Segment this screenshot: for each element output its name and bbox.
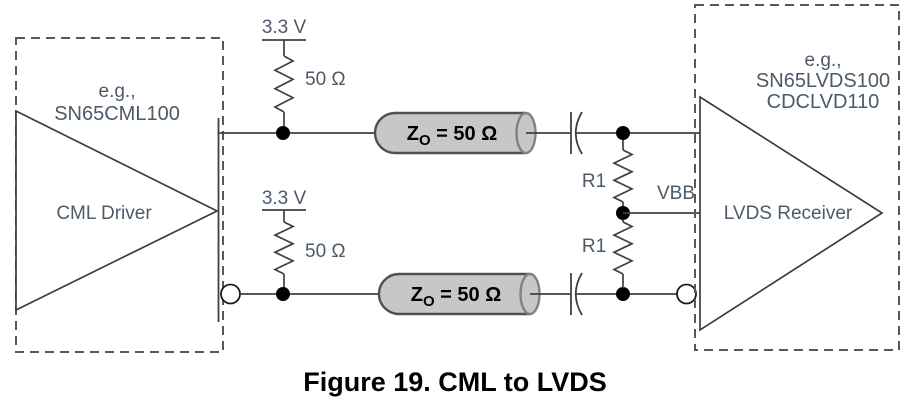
bottom-zo-symbol: Z <box>411 284 423 306</box>
driver-example-label: e.g., <box>99 81 136 102</box>
figure-caption: Figure 19. CML to LVDS <box>303 367 607 397</box>
top-zo-subscript: O <box>419 132 431 149</box>
top-coupling-capacitor-icon <box>570 111 583 155</box>
driver-triangle-icon <box>15 109 219 312</box>
receiver-part-number-1: SN65LVDS100 <box>756 70 890 92</box>
vbb-label: VBB <box>657 183 695 204</box>
driver-label: CML Driver <box>56 203 152 224</box>
bottom-supply-voltage-label: 3.3 V <box>262 188 307 209</box>
junction-dot <box>276 126 290 140</box>
bottom-zo-subscript: O <box>423 293 435 310</box>
top-transmission-line-label: ZO = 50 Ω <box>407 123 498 149</box>
receiver-dashed-box <box>694 4 900 351</box>
lvds-receiver-block: e.g., SN65LVDS100 CDCLVD110 LVDS Receive… <box>694 4 900 351</box>
top-transmission-line-body <box>373 111 526 155</box>
cml-driver-block: e.g., SN65CML100 CML Driver <box>15 37 241 353</box>
receiver-triangle-icon <box>699 95 884 332</box>
top-cap-curved-plate <box>574 111 583 155</box>
top-pullup-resistor-label: 50 Ω <box>305 69 346 90</box>
bottom-r1-label: R1 <box>582 236 606 257</box>
junction-dot <box>616 126 630 140</box>
top-r1-label: R1 <box>582 171 606 192</box>
top-zo-value: = 50 Ω <box>431 123 498 145</box>
bottom-signal-path: ZO = 50 Ω <box>240 272 697 316</box>
bottom-r1-resistor-icon <box>612 221 634 275</box>
driver-part-number: SN65CML100 <box>54 103 180 125</box>
receiver-example-label: e.g., <box>805 50 842 71</box>
bottom-pullup-resistor-icon <box>273 221 295 275</box>
bottom-cap-curved-plate <box>574 272 583 316</box>
top-supply-voltage-label: 3.3 V <box>262 17 307 38</box>
junction-dot <box>616 287 630 301</box>
driver-inverting-bubble-icon <box>220 283 241 305</box>
termination-network: R1 VBB R1 <box>582 140 700 288</box>
receiver-inverting-bubble-icon <box>676 283 697 305</box>
top-pullup-supply: 3.3 V 50 Ω <box>262 17 346 126</box>
junction-dot <box>276 287 290 301</box>
bottom-pullup-resistor-label: 50 Ω <box>305 241 346 262</box>
bottom-transmission-line-body <box>377 272 530 316</box>
bottom-coupling-capacitor-icon <box>570 272 583 316</box>
bottom-zo-value: = 50 Ω <box>435 284 502 306</box>
top-r1-resistor-icon <box>612 149 634 203</box>
bottom-transmission-line-label: ZO = 50 Ω <box>411 284 502 310</box>
receiver-label: LVDS Receiver <box>724 203 853 224</box>
bottom-pullup-supply: 3.3 V 50 Ω <box>262 188 346 288</box>
top-zo-symbol: Z <box>407 123 419 145</box>
receiver-part-number-2: CDCLVD110 <box>767 91 880 113</box>
top-signal-path: ZO = 50 Ω <box>218 111 700 155</box>
top-pullup-resistor-icon <box>273 55 295 113</box>
